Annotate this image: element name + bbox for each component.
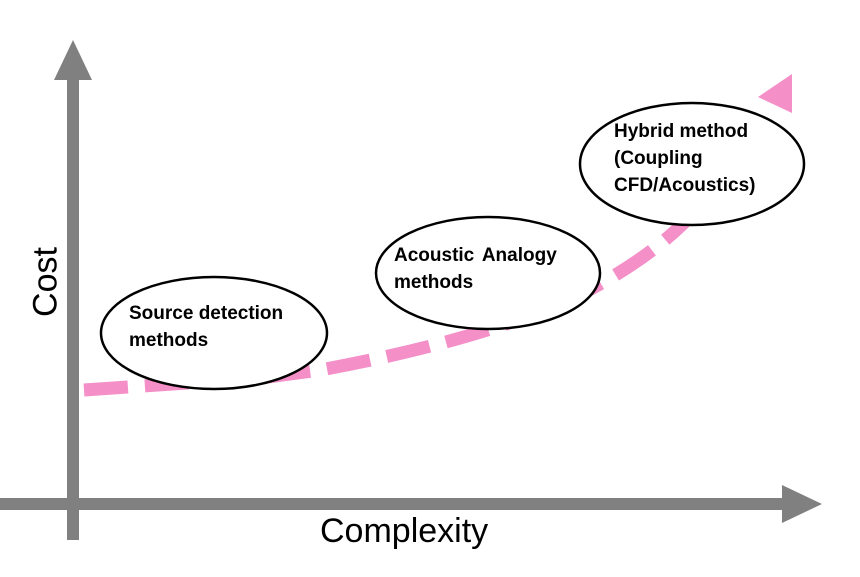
node-source-label: Source detection methods <box>129 303 284 351</box>
trend-curve-arrowhead <box>758 74 792 113</box>
node-source-ellipse <box>99 275 329 391</box>
y-axis <box>54 40 92 540</box>
y-axis-label: Cost <box>26 247 65 317</box>
x-axis-label: Complexity <box>320 512 489 550</box>
x-axis-arrowhead <box>782 485 822 523</box>
x-axis <box>0 485 822 523</box>
node-acoustic-label: Acoustic Analogy methods <box>394 245 557 293</box>
node-hybrid-ellipse <box>578 101 806 227</box>
y-axis-arrowhead <box>54 40 92 80</box>
y-axis-line <box>67 70 79 540</box>
node-hybrid-label: Hybrid method (Coupling CFD/Acoustics) <box>614 121 756 196</box>
x-axis-line <box>0 498 790 510</box>
node-acoustic-ellipse <box>374 215 602 331</box>
